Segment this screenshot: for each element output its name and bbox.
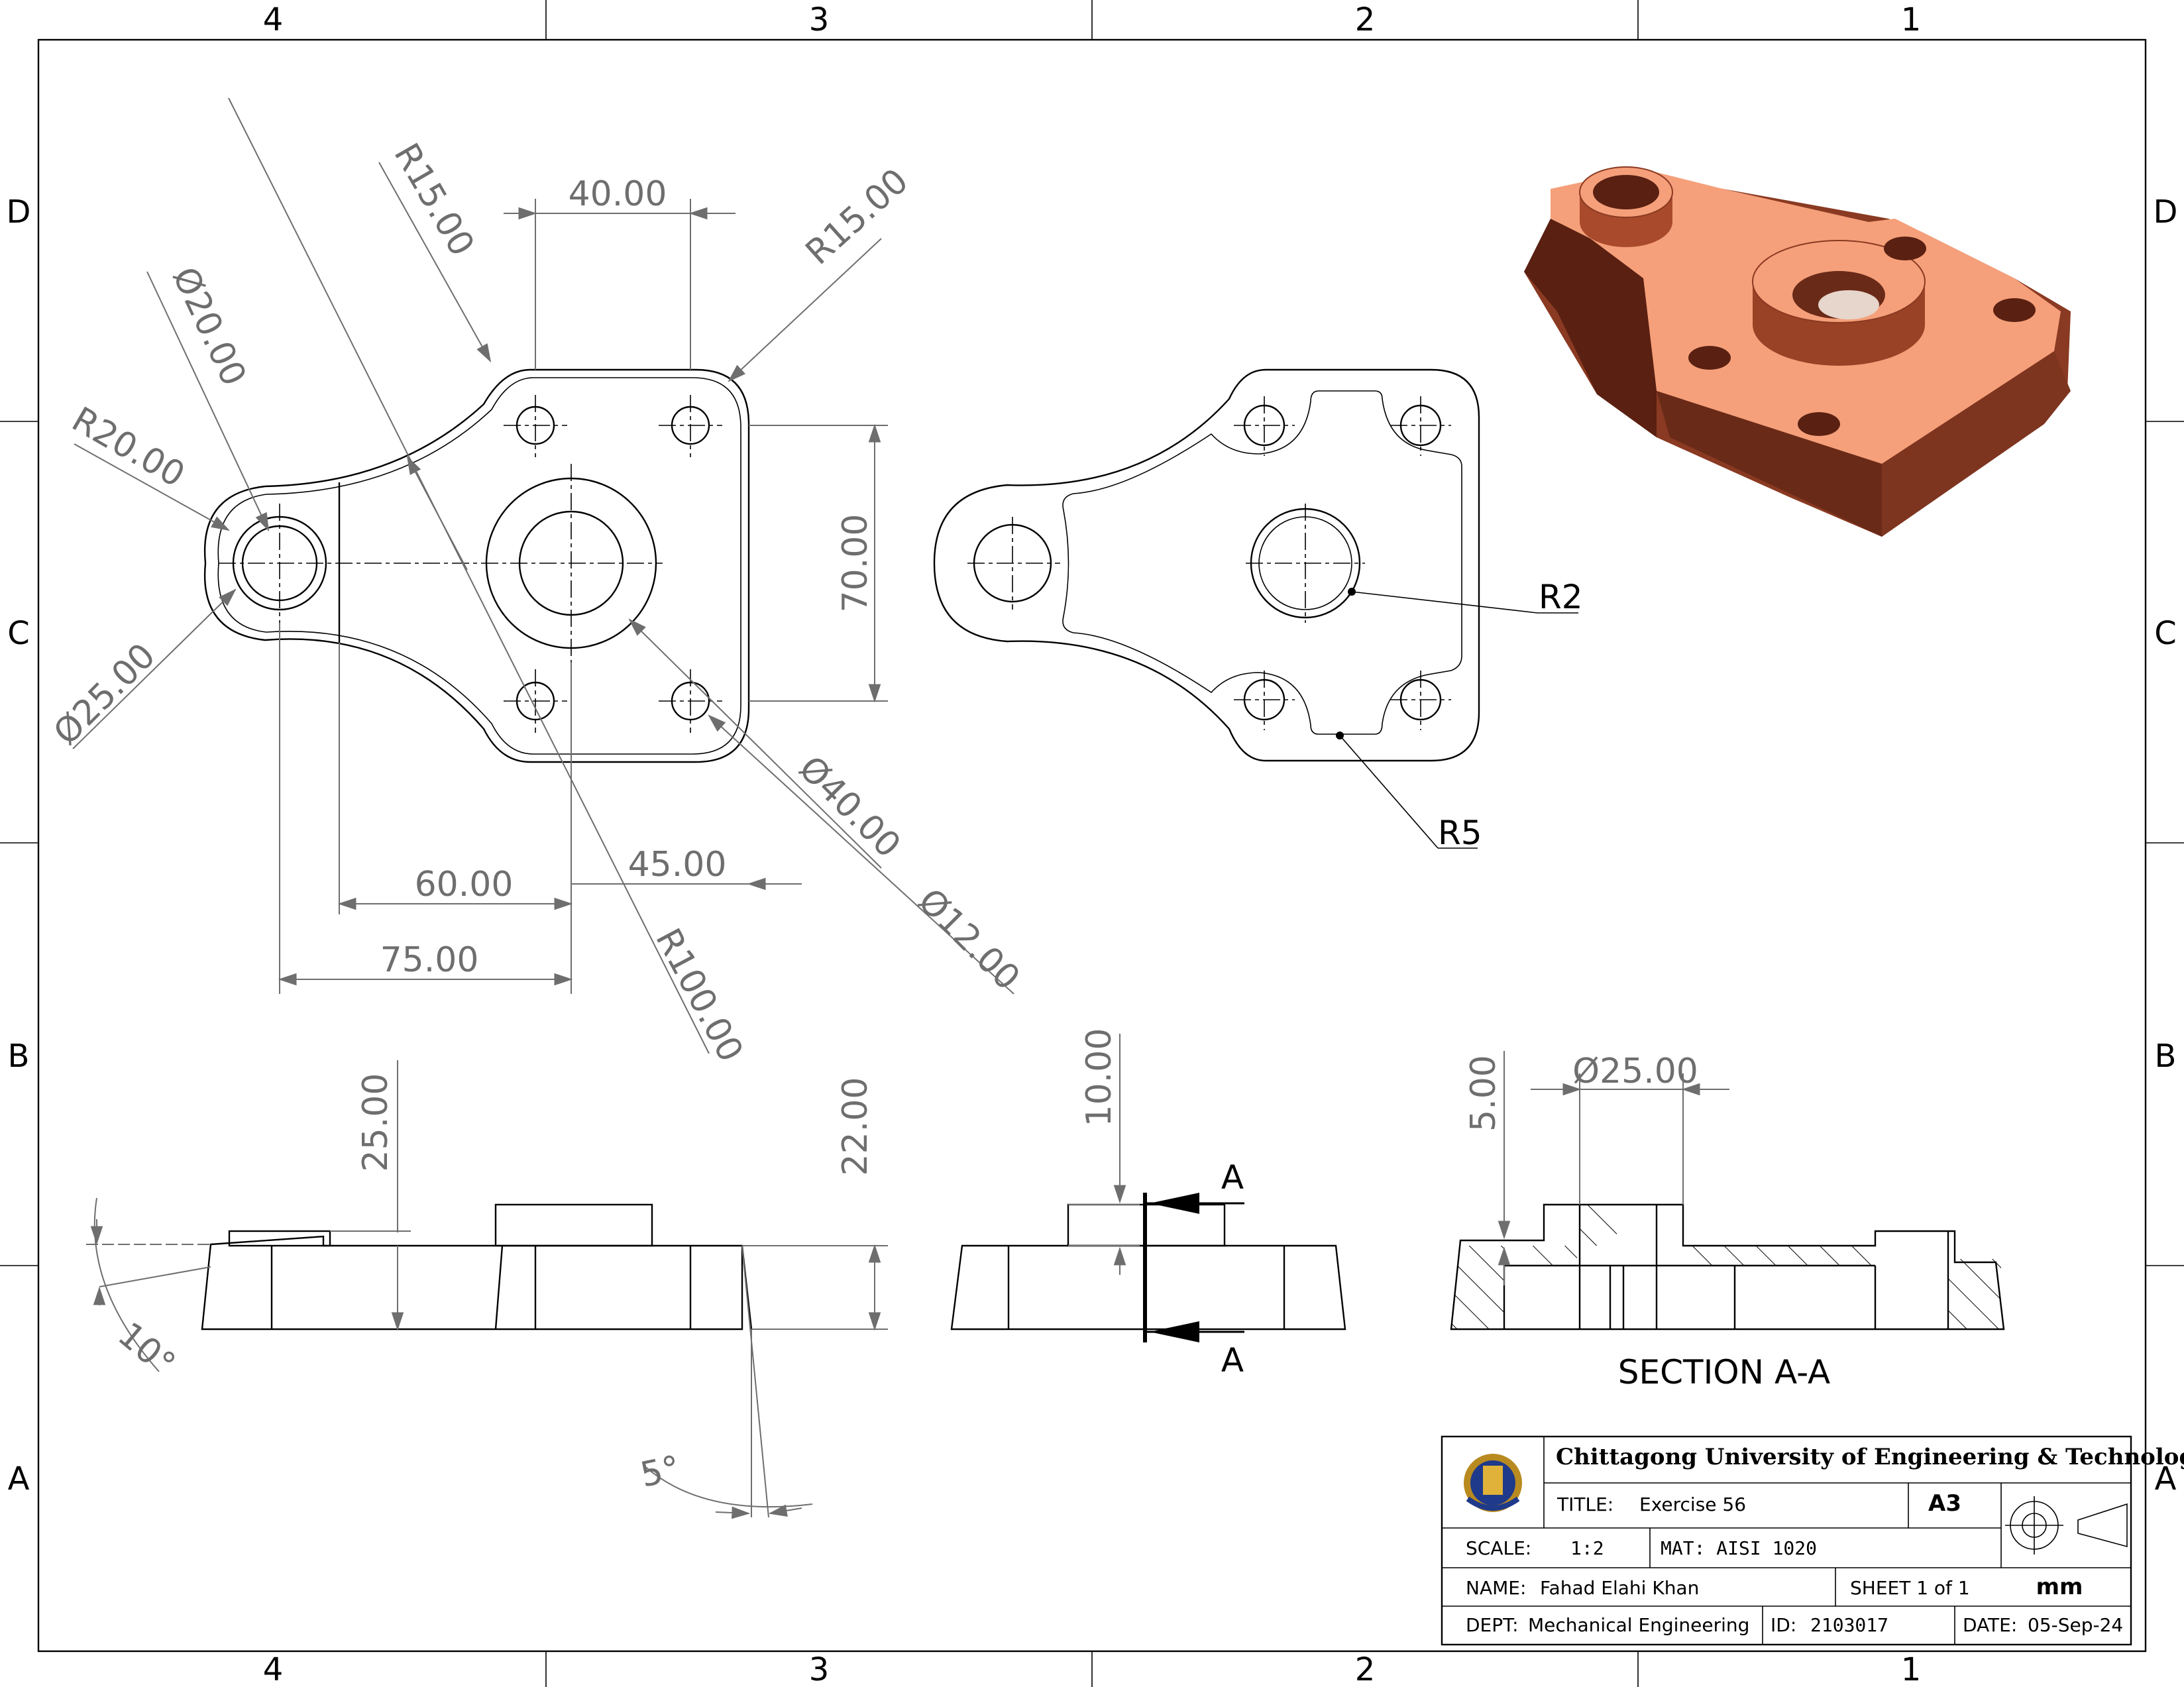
name-value: Fahad Elahi Khan: [1540, 1577, 1699, 1599]
zone-col-3: 3: [809, 1, 830, 38]
title-block: Chittagong University of Engineering & T…: [1441, 1435, 2184, 1646]
name-label: NAME:: [1466, 1577, 1526, 1599]
side-view: 10.00 A A: [950, 1028, 1346, 1380]
title-label: TITLE:: [1556, 1494, 1613, 1515]
zone-col-2: 2: [1355, 1, 1376, 38]
dim-r100: R100.00: [647, 922, 750, 1069]
zone-col-2-bottom: 2: [1355, 1651, 1376, 1687]
sheet-count: SHEET 1 of 1: [1850, 1577, 1970, 1599]
zone-row-c: C: [7, 615, 30, 652]
dim-h25: 25.00: [356, 1073, 396, 1172]
label-r2: R2: [1539, 578, 1583, 616]
id-value: 2103017: [1810, 1614, 1888, 1636]
zone-row-c-right: C: [2154, 615, 2177, 652]
dept-value: Mechanical Engineering: [1528, 1614, 1749, 1636]
dim-70: 70.00: [836, 514, 875, 613]
dim-h22: 22.00: [836, 1077, 875, 1176]
dim-75: 75.00: [380, 940, 479, 980]
dim-h10: 10.00: [1079, 1028, 1119, 1127]
dim-h5: 5.00: [1464, 1055, 1503, 1132]
id-label: ID:: [1771, 1614, 1796, 1636]
cut-label-bottom: A: [1221, 1341, 1244, 1380]
university-logo: [1464, 1454, 1522, 1512]
dim-dia12: Ø12.00: [910, 881, 1028, 999]
dept-label: DEPT:: [1466, 1614, 1519, 1636]
title-value: Exercise 56: [1639, 1494, 1746, 1515]
date-value: 05-Sep-24: [2028, 1614, 2123, 1636]
sheet-size: A3: [1928, 1490, 1961, 1517]
dim-dia20: Ø20.00: [164, 261, 254, 392]
zone-row-d-right: D: [2154, 193, 2178, 231]
date-label: DATE:: [1963, 1614, 2017, 1636]
dim-r20: R20.00: [65, 400, 191, 495]
section-title: SECTION A-A: [1618, 1353, 1830, 1391]
university-name: Chittagong University of Engineering & T…: [1556, 1444, 2184, 1470]
zone-col-3-bottom: 3: [809, 1651, 830, 1687]
dim-r15-right: R15.00: [798, 161, 916, 272]
dim-section-dia25: Ø25.00: [1572, 1052, 1698, 1091]
cut-label-top: A: [1221, 1158, 1244, 1197]
zone-col-4-bottom: 4: [263, 1651, 284, 1687]
dim-60: 60.00: [415, 865, 514, 904]
dim-angle10: 10°: [110, 1315, 182, 1384]
zone-col-4: 4: [263, 1, 284, 38]
zone-col-1: 1: [1901, 1, 1922, 38]
zone-row-d: D: [7, 193, 31, 231]
units: mm: [2036, 1574, 2083, 1600]
top-view: [203, 368, 750, 763]
bottom-view: R2 R5: [933, 368, 1583, 852]
dim-angle5: 5°: [637, 1448, 683, 1496]
dim-45: 45.00: [628, 845, 727, 885]
zone-row-a-right: A: [2155, 1460, 2177, 1497]
isometric-view: [1524, 166, 2071, 537]
projection-symbol: [2005, 1496, 2128, 1554]
dim-40: 40.00: [569, 174, 667, 214]
label-r5: R5: [1438, 814, 1482, 852]
dim-dia25: Ø25.00: [46, 636, 164, 753]
section-view: 5.00 Ø25.00 SECTION A-A: [1450, 1051, 2005, 1391]
material: MAT: AISI 1020: [1661, 1537, 1817, 1559]
front-view: 25.00 22.00 10° 5°: [86, 1060, 888, 1519]
top-view-dimensions: 40.00 70.00 R15.00 R15.00 Ø20.00 R20.00 …: [46, 97, 1028, 1069]
zone-labels: 4 3 2 1 4 3 2 1 D C B A D C B A: [7, 1, 2178, 1687]
zone-col-1-bottom: 1: [1901, 1651, 1922, 1687]
zone-row-b-right: B: [2155, 1038, 2177, 1075]
scale-value: 1:2: [1570, 1537, 1604, 1559]
zone-row-b: B: [8, 1038, 30, 1075]
zone-row-a: A: [8, 1460, 30, 1497]
scale-label: SCALE:: [1466, 1537, 1531, 1559]
